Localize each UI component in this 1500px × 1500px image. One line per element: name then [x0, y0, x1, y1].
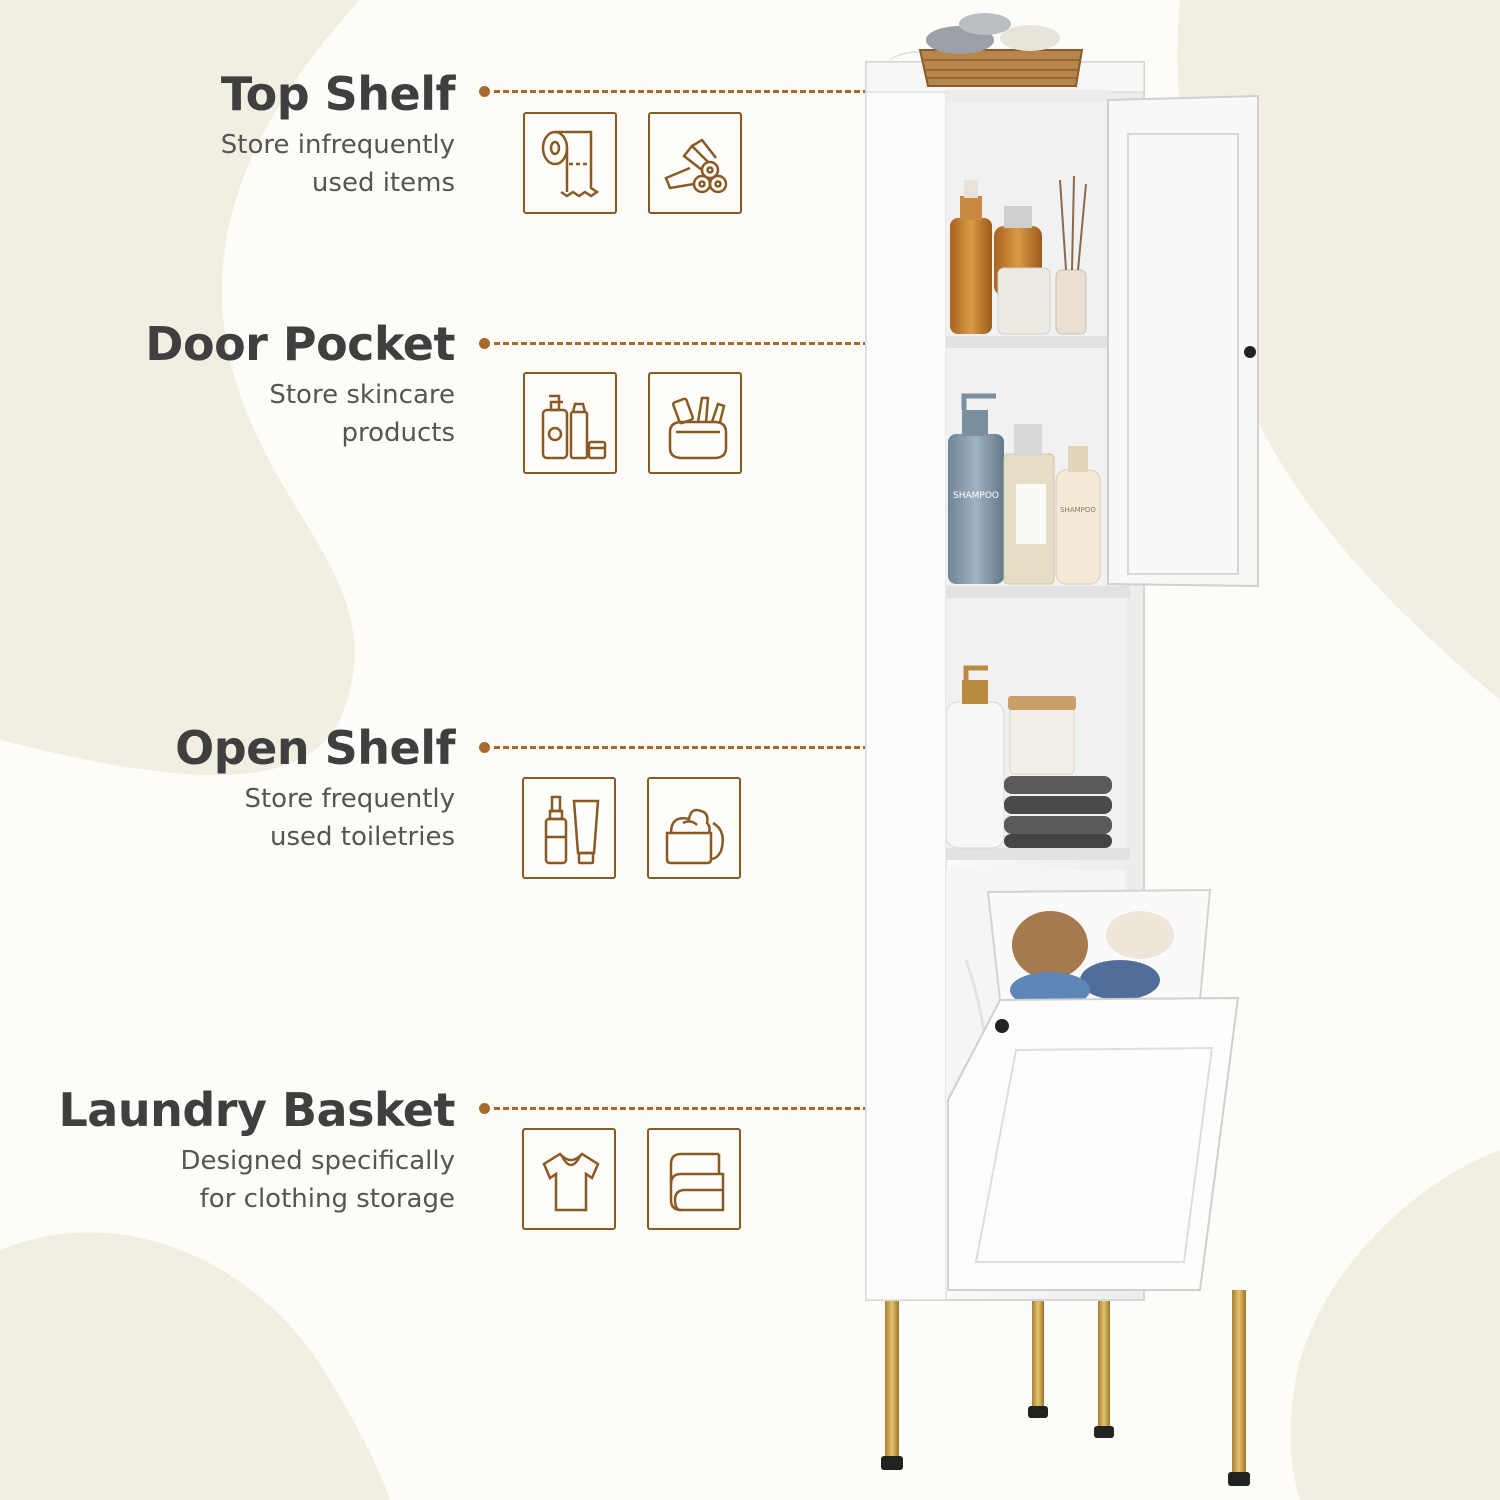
cream-jar-icon	[647, 777, 741, 879]
feature-desc-line: used toiletries	[270, 822, 455, 852]
bottle-label: SHAMPOO	[1060, 506, 1096, 514]
feature-title: Open Shelf	[175, 721, 455, 775]
cabinet-door	[1107, 94, 1259, 588]
door-knob	[1244, 346, 1256, 358]
feature-desc-line: Designed specifically	[180, 1146, 455, 1176]
feature-title: Door Pocket	[145, 317, 455, 371]
feature-desc-line: Store frequently	[244, 784, 455, 814]
feature-top-shelf: Top Shelf Store infrequently used items	[220, 66, 456, 202]
toilet-paper-roll-icon	[523, 112, 617, 214]
feature-title: Top Shelf	[220, 67, 456, 121]
feature-desc-line: used items	[311, 168, 455, 198]
hamper-door	[947, 996, 1240, 1291]
leader-dot	[479, 1103, 490, 1114]
leader-dot	[479, 86, 490, 97]
leader-line	[494, 746, 1004, 749]
bottle-label: SHAMPOO	[953, 491, 999, 501]
hamper-knob	[995, 1019, 1009, 1033]
cabinet-foot	[1028, 1406, 1048, 1418]
leader-dot	[479, 338, 490, 349]
cabinet-foot	[1094, 1426, 1114, 1438]
feature-door-pocket: Door Pocket Store skincare products	[145, 316, 455, 452]
amber-bottle	[950, 218, 992, 334]
feature-laundry-basket: Laundry Basket Designed specifically for…	[59, 1082, 456, 1218]
cabinet-leg	[885, 1290, 899, 1462]
cosmetic-bag-icon	[648, 372, 742, 474]
leader-dot	[479, 742, 490, 753]
leader-line	[494, 90, 1004, 93]
feature-title: Laundry Basket	[58, 1083, 456, 1137]
feature-desc-line: for clothing storage	[199, 1184, 455, 1214]
shampoo-bottle	[948, 434, 1004, 584]
feature-open-shelf: Open Shelf Store frequently used toiletr…	[175, 720, 455, 856]
rolled-towels-icon	[648, 112, 742, 214]
leader-line	[494, 342, 1004, 345]
feature-desc-line: Store skincare	[269, 380, 455, 410]
t-shirt-icon	[522, 1128, 616, 1230]
cabinet-leg	[1032, 1290, 1044, 1410]
dropper-and-tube-icon	[522, 777, 616, 879]
folded-towel-icon	[647, 1128, 741, 1230]
cabinet-foot	[1228, 1472, 1250, 1486]
cabinet-foot	[881, 1456, 903, 1470]
feature-desc-line: products	[341, 418, 455, 448]
skincare-bottles-icon	[523, 372, 617, 474]
leader-line	[494, 1107, 1004, 1110]
cabinet-leg	[1232, 1290, 1246, 1478]
feature-desc-line: Store infrequently	[220, 130, 455, 160]
cabinet-leg	[1098, 1290, 1110, 1430]
